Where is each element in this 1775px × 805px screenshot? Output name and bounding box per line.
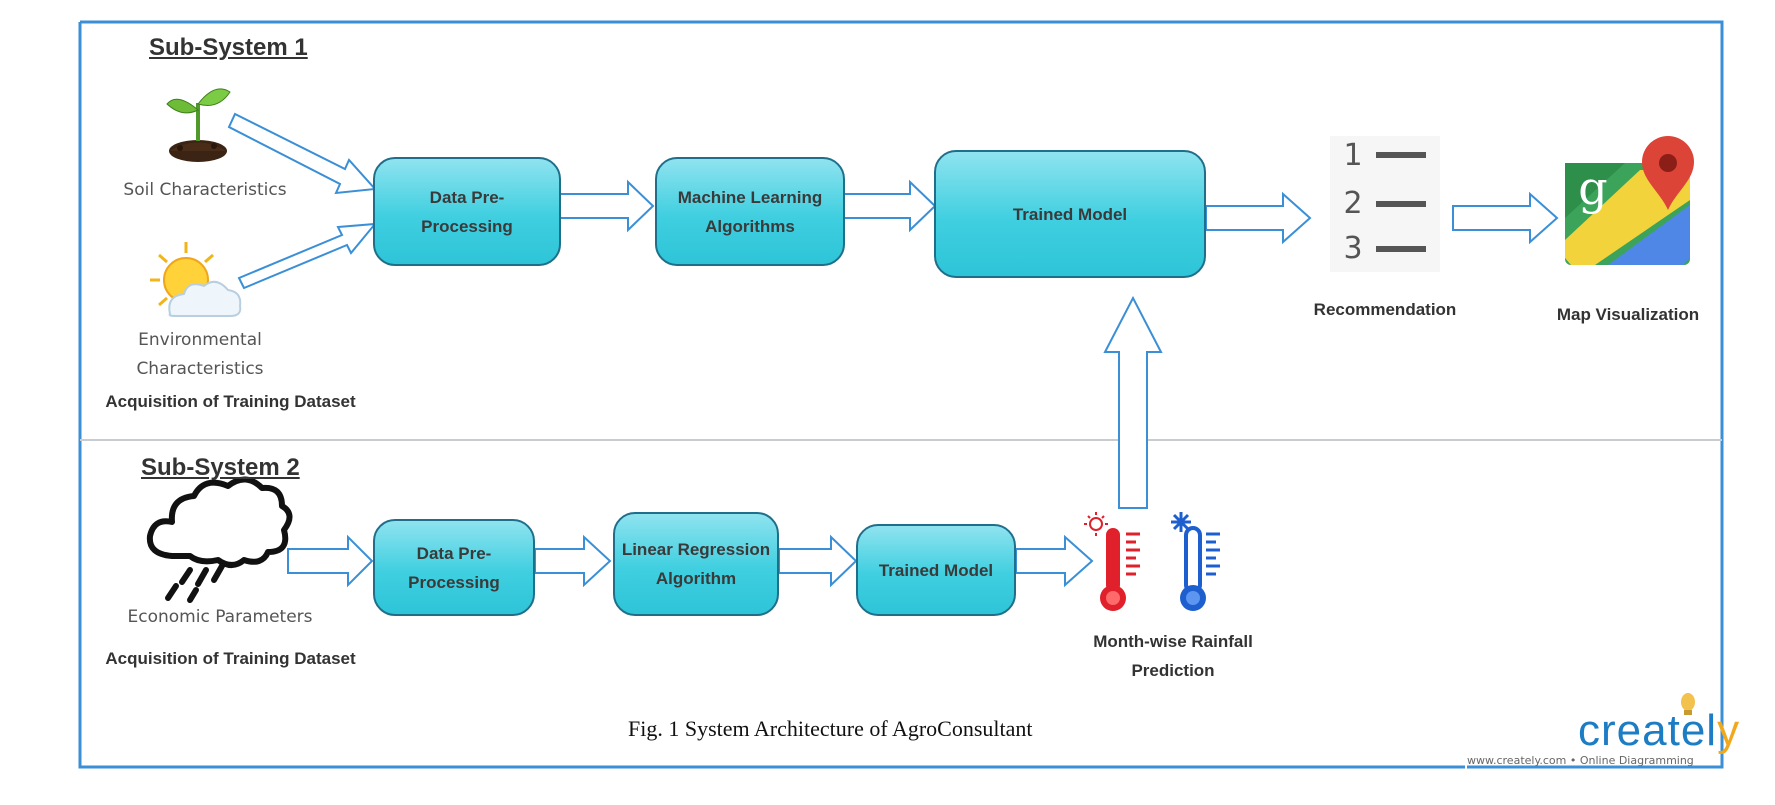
arrow-preprocessing-to-ml [559,179,655,233]
lightbulb-icon [1681,693,1695,715]
trained-model-box-2[interactable]: Trained Model [856,524,1016,616]
rainfall-prediction-label: Month-wise Rainfall Prediction [1093,632,1253,680]
rank-number-3: 3 [1343,231,1363,266]
arrow-regression-to-trained-model [778,534,858,588]
sun-cloud-icon [150,242,242,317]
creately-tagline: www.creately.com • Online Diagramming [1467,754,1694,767]
arrow-trained-model-to-rainfall [1015,534,1094,588]
arrow-trained-model-to-recommendation [1205,191,1312,245]
rank-number-1: 1 [1343,138,1363,173]
acquisition-label-2: Acquisition of Training Dataset [105,649,356,668]
map-visualization-label: Map Visualization [1556,305,1700,324]
trained-model-box-1[interactable]: Trained Model [934,150,1206,278]
arrow-economic-to-preprocessing [287,534,374,588]
arrow-preprocessing-to-regression [534,534,612,588]
subsystem2-heading: Sub-System 2 [141,454,300,481]
preprocessing-box-1[interactable]: Data Pre- Processing [373,157,561,266]
outer-frame [78,20,1724,769]
economic-parameters-label: Economic Parameters [127,607,313,627]
ranking-list-icon [1330,136,1440,272]
arrow-rainfall-to-trained-model [1103,295,1163,509]
arrow-environment-to-preprocessing [237,222,378,290]
subsystem1-heading: Sub-System 1 [149,34,308,61]
cold-thermometer-icon [1171,512,1220,611]
environmental-characteristics-label: Environmental Characteristics [136,330,264,379]
creately-logo: creately [1578,706,1741,755]
ml-algorithms-box[interactable]: Machine Learning Algorithms [655,157,845,266]
google-maps-icon [1565,136,1694,265]
figure-caption: Fig. 1 System Architecture of AgroConsul… [628,716,1033,741]
acquisition-label-1: Acquisition of Training Dataset [105,392,356,411]
rain-cloud-icon [146,476,293,603]
plant-soil-icon [166,88,231,162]
hot-thermometer-icon [1084,512,1140,611]
linear-regression-box[interactable]: Linear Regression Algorithm [613,512,779,616]
soil-characteristics-label: Soil Characteristics [123,180,287,200]
arrow-ml-to-trained-model [843,179,937,233]
recommendation-label: Recommendation [1313,300,1457,319]
rank-number-2: 2 [1343,186,1363,221]
arrow-soil-to-preprocessing [227,112,378,195]
arrow-recommendation-to-map [1452,191,1559,245]
preprocessing-box-2[interactable]: Data Pre- Processing [373,519,535,616]
map-logo-letter: g [1578,161,1608,215]
